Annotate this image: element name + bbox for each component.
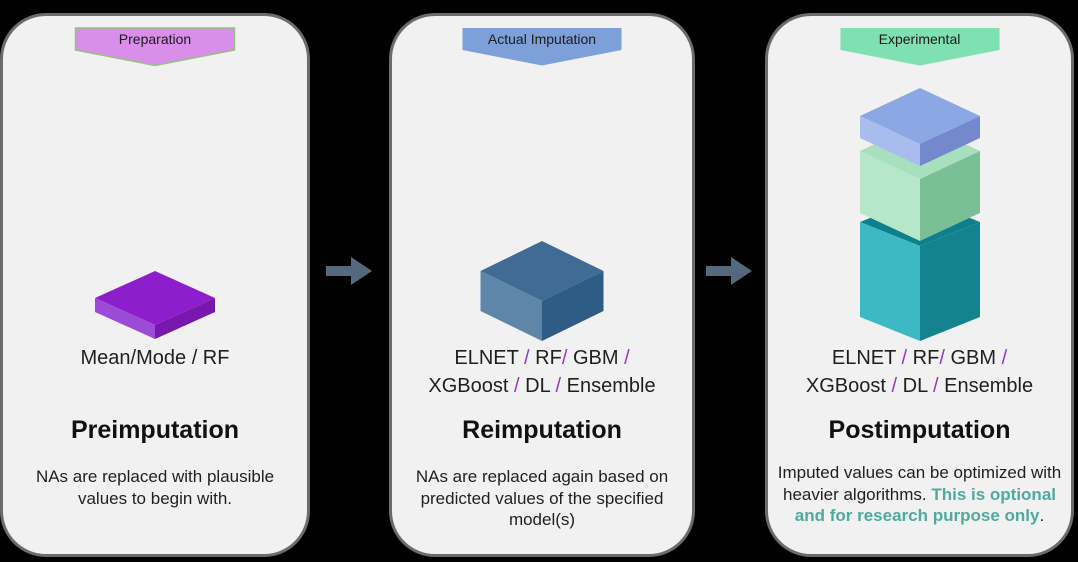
purple-slab-3d	[95, 271, 215, 345]
panel-postimputation: Experimental ELNET / RF/ GBM /XGBoost / …	[765, 13, 1074, 557]
green-cube-right-face	[919, 151, 980, 241]
flow-arrow-icon	[706, 257, 752, 285]
algo-name: Ensemble	[561, 375, 656, 397]
algo-name: RF	[907, 347, 940, 369]
algo-separator: /	[555, 375, 562, 397]
flow-arrow-icon	[326, 257, 372, 285]
cube-right-face	[542, 271, 604, 341]
description-text: Imputed values can be optimized with hea…	[777, 463, 1062, 504]
arrow-head	[731, 257, 752, 285]
algo-separator: /	[524, 347, 530, 369]
panel-description: Imputed values can be optimized with hea…	[778, 462, 1062, 527]
description-text: .	[1039, 506, 1045, 525]
banner-label: Experimental	[878, 31, 961, 47]
blue-slab-left-face	[859, 116, 920, 166]
algo-separator: /	[933, 375, 939, 397]
banner-ribbon-polygon	[74, 27, 236, 67]
algo-name: Ensemble	[938, 375, 1034, 397]
algorithm-line: XGBoost / DL / Ensemble	[768, 372, 1071, 400]
description-text: NAs are replaced again based on predicte…	[415, 467, 669, 529]
teal-cube-right-face	[919, 222, 980, 341]
algo-separator: /	[561, 347, 568, 369]
algorithm-labels: ELNET / RF/ GBM /XGBoost / DL / Ensemble	[392, 344, 692, 400]
panel-title: Preimputation	[70, 416, 240, 444]
description-accent-text: This is optional and for research purpos…	[794, 484, 1056, 526]
panel-title: Reimputation	[462, 416, 622, 444]
panel-description: NAs are replaced with plausible values t…	[13, 466, 297, 509]
algo-name: ELNET	[831, 347, 902, 369]
algo-name: DL	[897, 375, 934, 397]
algo-separator: /	[901, 347, 908, 369]
banner-ribbon-shape	[462, 28, 622, 66]
algo-name: Mean/Mode / RF	[80, 347, 230, 369]
panel-reimputation: Actual Imputation ELNET / RF/ GBM /XGBoo…	[389, 13, 695, 557]
banner-preparation: Preparation	[74, 27, 236, 67]
stacked-cubes-3d	[859, 88, 980, 346]
algo-separator: /	[939, 347, 945, 369]
panel-title: Postimputation	[828, 416, 1011, 444]
green-cube-left-face	[859, 151, 920, 241]
description-text: NAs are replaced with plausible values t…	[35, 467, 275, 508]
algorithm-line: ELNET / RF/ GBM /	[768, 344, 1071, 372]
algorithm-line: XGBoost / DL / Ensemble	[392, 372, 692, 400]
algo-name: XGBoost	[805, 375, 892, 397]
algorithm-line: ELNET / RF/ GBM /	[392, 344, 692, 372]
banner-experimental: Experimental	[839, 27, 1000, 67]
banner-ribbon-polygon	[462, 28, 622, 66]
slab-right-face	[155, 298, 215, 339]
algo-separator: /	[624, 347, 630, 369]
banner-label: Actual Imputation	[487, 31, 597, 47]
banner-ribbon-shape	[840, 28, 999, 66]
banner-ribbon-polygon	[840, 28, 999, 66]
algo-separator: /	[1001, 347, 1008, 369]
algorithm-labels: ELNET / RF/ GBM /XGBoost / DL / Ensemble	[768, 344, 1071, 400]
algo-name: ELNET	[454, 347, 525, 369]
arrow-tail	[326, 266, 351, 276]
algorithm-labels: Mean/Mode / RF	[3, 344, 307, 372]
banner-ribbon-shape	[74, 27, 236, 67]
teal-cube-left-face	[859, 222, 920, 341]
algo-name: XGBoost	[428, 375, 515, 397]
algo-name: GBM	[567, 347, 625, 369]
panel-description: NAs are replaced again based on predicte…	[400, 466, 684, 531]
algo-name: DL	[519, 375, 556, 397]
arrow-head	[351, 257, 372, 285]
arrow-tail	[706, 266, 731, 276]
cube-left-face	[480, 271, 542, 341]
blue-cube-3d	[480, 241, 604, 346]
banner-label: Preparation	[118, 31, 192, 47]
algo-separator: /	[891, 375, 898, 397]
algo-separator: /	[514, 375, 520, 397]
algo-name: GBM	[944, 347, 1002, 369]
blue-slab-right-face	[919, 116, 980, 166]
panel-preimputation: Preparation Mean/Mode / RF Preimputation…	[0, 13, 310, 557]
slab-left-face	[95, 298, 155, 339]
banner-actual-imputation: Actual Imputation	[462, 27, 623, 67]
algorithm-line: Mean/Mode / RF	[3, 344, 307, 372]
algo-name: RF	[529, 347, 562, 369]
